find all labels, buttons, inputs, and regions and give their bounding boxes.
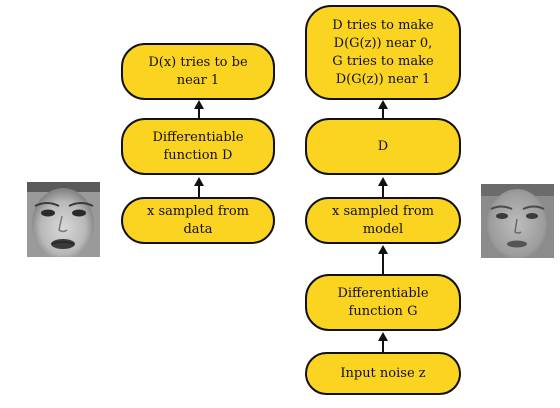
node-line: Differentiable xyxy=(337,285,429,301)
input-noise-z-node: Input noise z xyxy=(305,352,461,395)
node-line: function G xyxy=(348,303,418,319)
node-line: data xyxy=(183,221,213,237)
node-line: x sampled from xyxy=(331,203,435,219)
arrow-sample-to-d xyxy=(382,185,384,197)
arrow-head-icon xyxy=(194,100,204,109)
differentiable-function-g-node: Differentiable function G xyxy=(305,274,461,331)
node-line: D(G(z)) near 0, xyxy=(333,35,433,51)
arrow-data-to-d xyxy=(198,185,200,197)
discriminator-objective-real-node: D(x) tries to be near 1 xyxy=(121,43,275,100)
node-line: D(G(z)) near 1 xyxy=(335,71,431,87)
generated-face-image xyxy=(481,184,554,258)
node-line: D xyxy=(377,138,389,154)
node-line: D tries to make xyxy=(332,17,434,33)
arrow-head-icon xyxy=(378,332,388,341)
node-line: Differentiable xyxy=(152,129,244,145)
real-face-image xyxy=(27,182,100,257)
node-line: near 1 xyxy=(176,72,220,88)
arrow-g-to-sample xyxy=(382,253,384,274)
node-line: Input noise z xyxy=(340,365,426,381)
arrow-d-to-objective xyxy=(198,108,200,118)
x-sampled-from-data-node: x sampled from data xyxy=(121,197,275,244)
discriminator-d-node: D xyxy=(305,118,461,175)
arrow-head-icon xyxy=(378,245,388,254)
arrow-noise-to-g xyxy=(382,340,384,352)
node-line: D(x) tries to be xyxy=(148,54,248,70)
arrow-d-to-objective xyxy=(382,108,384,118)
node-line: function D xyxy=(163,147,233,163)
node-line: G tries to make xyxy=(332,53,434,69)
node-line: x sampled from xyxy=(146,203,250,219)
x-sampled-from-model-node: x sampled from model xyxy=(305,197,461,244)
arrow-head-icon xyxy=(378,100,388,109)
node-line: model xyxy=(362,221,404,237)
minimax-objective-node: D tries to make D(G(z)) near 0, G tries … xyxy=(305,5,461,100)
arrow-head-icon xyxy=(378,177,388,186)
differentiable-function-d-node: Differentiable function D xyxy=(121,118,275,175)
arrow-head-icon xyxy=(194,177,204,186)
